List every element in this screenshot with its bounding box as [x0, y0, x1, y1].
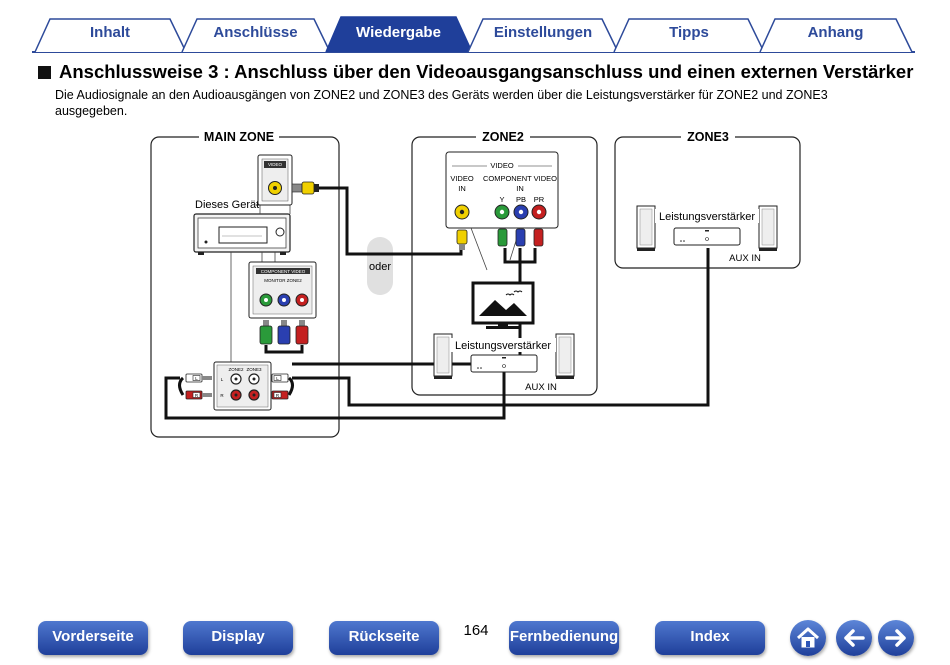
intro-text: Die Audiosignale an den Audioausgängen v…	[55, 88, 828, 118]
arrow-right-icon	[885, 629, 906, 647]
panel-component-video-label: COMPONENT VIDEO	[261, 269, 306, 274]
video-in-label-2: IN	[458, 184, 466, 193]
port-pr-label: PR	[534, 195, 545, 204]
video-out-panel: VIDEO	[257, 154, 293, 206]
video-in-label-1: VIDEO	[450, 174, 474, 183]
heading-text: Anschlussweise 3 : Anschluss über den Vi…	[59, 61, 914, 82]
vorderseite-button[interactable]: Vorderseite	[38, 621, 148, 655]
yellow-plug-device	[291, 181, 319, 195]
home-button[interactable]	[790, 620, 826, 656]
tab-anhang[interactable]: Anhang	[807, 24, 864, 41]
home-icon	[796, 627, 820, 648]
panel-monitor-zone2-label: MONITOR ZONE2	[264, 278, 302, 283]
connection-diagram: MAIN ZONE ZONE2 ZONE3 oder Dieses Gerät	[0, 120, 950, 445]
plug-l-left: L	[195, 376, 198, 381]
component-in-label-1: COMPONENT VIDEO	[483, 174, 557, 183]
zone2-label: ZONE2	[482, 130, 524, 144]
audio-plugs-zone3: L R	[271, 373, 294, 400]
audio-plugs-zone2: L R	[178, 373, 212, 400]
tab-shape-wiedergabe	[325, 16, 473, 53]
section-heading: Anschlussweise 3 : Anschluss über den Vi…	[36, 61, 916, 85]
page-number: 164	[463, 622, 489, 639]
tab-shape-anschluesse	[181, 18, 331, 53]
tab-shape-tipps	[613, 18, 765, 53]
panel-r-label: R	[220, 393, 224, 398]
component-video-panel: COMPONENT VIDEO MONITOR ZONE2	[248, 261, 317, 319]
forward-button[interactable]	[878, 620, 914, 656]
tab-einstellungen[interactable]: Einstellungen	[493, 24, 593, 41]
port-pb-label: PB	[516, 195, 526, 204]
video-group-label: VIDEO	[490, 161, 514, 170]
plug-r-right: R	[276, 393, 280, 398]
plug-l-right: L	[276, 376, 279, 381]
av-receiver	[193, 213, 291, 255]
port-y-label: Y	[499, 195, 504, 204]
tab-wiedergabe[interactable]: Wiedergabe	[356, 24, 441, 41]
arrow-left-icon	[844, 629, 865, 647]
or-pill	[367, 237, 393, 295]
zone2-amplifier: Leistungsverstärker AUX IN	[433, 333, 575, 393]
tv-plugs	[456, 228, 544, 250]
zone-audio-out-panel: ZONE2 ZONE3 L R	[213, 361, 272, 411]
zone3-amplifier: Leistungsverstärker AUX IN	[636, 205, 778, 264]
main-zone-label: MAIN ZONE	[204, 130, 274, 144]
zoom-lines	[230, 200, 291, 362]
or-label: oder	[369, 261, 391, 273]
tv-icon	[471, 281, 535, 329]
rueckseite-button[interactable]: Rückseite	[329, 621, 439, 655]
panel-zone2-label: ZONE2	[228, 367, 244, 372]
panel-l-label: L	[221, 377, 224, 382]
panel-zone3-label: ZONE3	[246, 367, 262, 372]
device-label: Dieses Gerät	[195, 199, 259, 211]
tab-shape-inhalt	[34, 18, 187, 53]
diagram-svg: MAIN ZONE ZONE2 ZONE3 oder Dieses Gerät	[150, 129, 801, 438]
zone2-amp-label: Leistungsverstärker	[455, 340, 551, 352]
fernbedienung-button[interactable]: Fernbedienung	[509, 621, 619, 655]
plug-r-left: R	[195, 393, 199, 398]
zone3-aux-in-label: AUX IN	[729, 253, 761, 264]
index-button[interactable]: Index	[655, 621, 765, 655]
zone3-amp-label: Leistungsverstärker	[659, 211, 755, 223]
component-in-label-2: IN	[516, 184, 524, 193]
component-plugs-device	[259, 320, 309, 345]
panel-video-label: VIDEO	[268, 162, 283, 167]
tv-input-panel: VIDEO VIDEO IN COMPONENT VIDEO IN Y PB P…	[445, 151, 559, 229]
tab-anschluesse[interactable]: Anschlüsse	[213, 24, 298, 41]
tab-bar: Inhalt Anschlüsse Wiedergabe Einstellung…	[0, 0, 950, 56]
tab-tipps[interactable]: Tipps	[669, 24, 709, 41]
tab-shape-anhang	[759, 18, 913, 53]
back-button[interactable]	[836, 620, 872, 656]
heading-square-icon	[38, 66, 51, 79]
display-button[interactable]: Display	[183, 621, 293, 655]
zone3-label: ZONE3	[687, 130, 729, 144]
tab-shapes	[32, 16, 915, 53]
tab-shape-einstellungen	[467, 18, 619, 53]
zone2-aux-in-label: AUX IN	[525, 382, 557, 393]
tab-inhalt[interactable]: Inhalt	[90, 24, 130, 41]
